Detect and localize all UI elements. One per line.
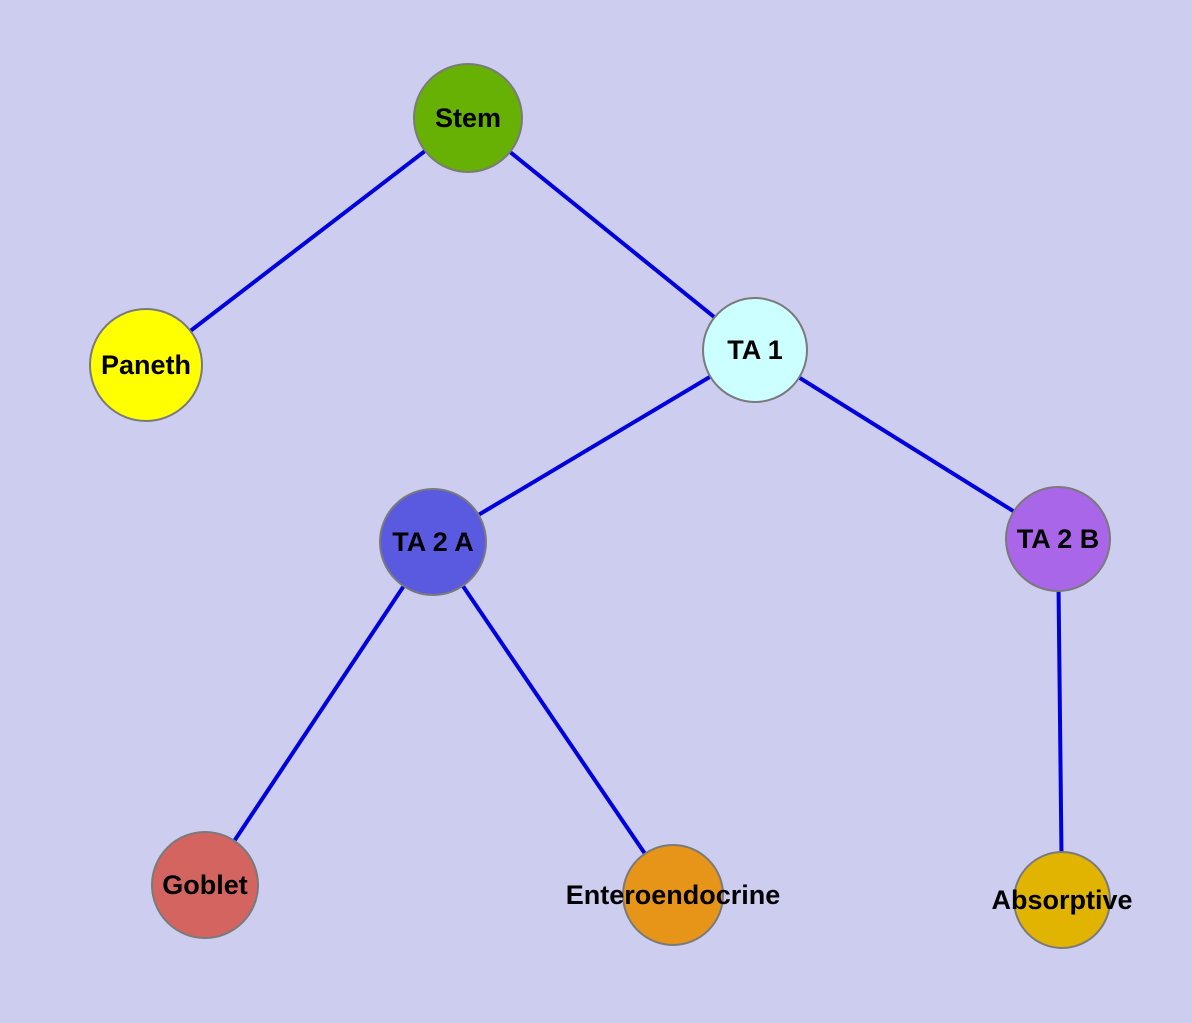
- edge-stem-paneth: [144, 116, 470, 367]
- node-absorptive-circle[interactable]: [1013, 851, 1111, 949]
- node-absorptive[interactable]: Absorptive: [991, 851, 1133, 949]
- node-paneth-circle[interactable]: [89, 308, 203, 422]
- node-paneth[interactable]: Paneth: [89, 308, 203, 422]
- node-stem-circle[interactable]: [413, 63, 523, 173]
- node-ta2a[interactable]: TA 2 A: [379, 488, 487, 596]
- node-stem[interactable]: Stem: [413, 63, 523, 173]
- edge-ta2b-absorptive: [1056, 537, 1064, 902]
- edge-stem-ta1: [466, 116, 757, 352]
- edge-ta2a-goblet: [203, 540, 435, 887]
- node-ta2b[interactable]: TA 2 B: [1005, 486, 1111, 592]
- edge-ta1-ta2b: [753, 348, 1060, 541]
- node-ta1[interactable]: TA 1: [702, 297, 808, 403]
- edge-ta1-ta2a: [431, 348, 757, 544]
- node-enteroendocrine-circle[interactable]: [622, 844, 724, 946]
- edges: [144, 116, 1064, 902]
- node-enteroendocrine[interactable]: Enteroendocrine: [566, 844, 781, 946]
- node-goblet-circle[interactable]: [151, 831, 259, 939]
- node-ta2a-circle[interactable]: [379, 488, 487, 596]
- edge-ta2a-enteroendocrine: [431, 540, 675, 897]
- node-ta2b-circle[interactable]: [1005, 486, 1111, 592]
- node-ta1-circle[interactable]: [702, 297, 808, 403]
- node-goblet[interactable]: Goblet: [151, 831, 259, 939]
